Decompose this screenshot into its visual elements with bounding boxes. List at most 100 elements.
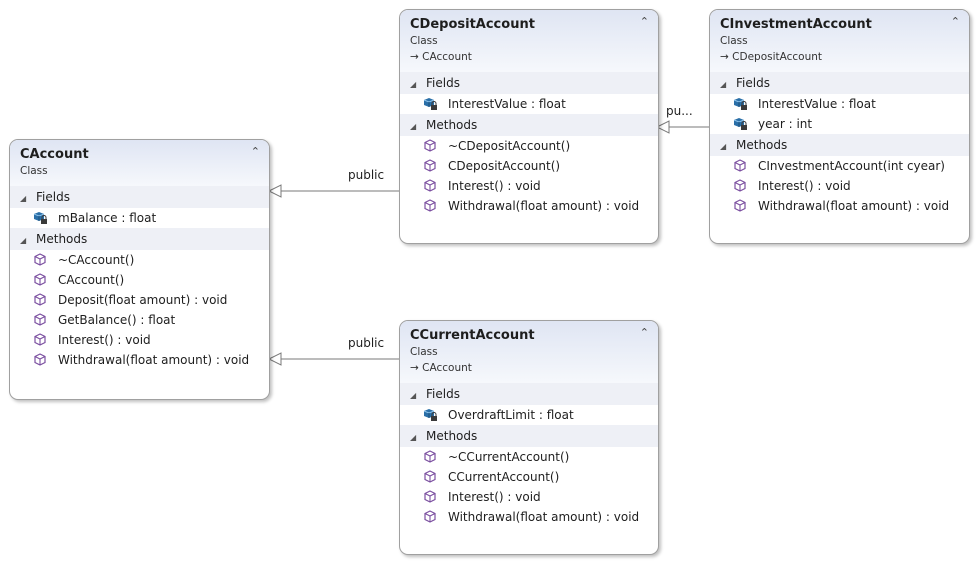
method-item[interactable]: GetBalance() : float — [10, 310, 269, 330]
method-item[interactable]: Interest() : void — [10, 330, 269, 350]
method-item[interactable]: Withdrawal(float amount) : void — [710, 196, 969, 216]
method-cube-icon — [32, 272, 48, 287]
field-item[interactable]: InterestValue : float — [710, 94, 969, 114]
method-label: ~CAccount() — [58, 253, 135, 267]
class-cdepositaccount[interactable]: CDepositAccount Class → CAccount ⌃ ◢Fiel… — [399, 9, 659, 244]
method-item[interactable]: Deposit(float amount) : void — [10, 290, 269, 310]
field-lock-icon — [732, 97, 748, 111]
method-label: Withdrawal(float amount) : void — [448, 510, 640, 524]
field-label: year : int — [758, 117, 813, 131]
expand-triangle-icon[interactable]: ◢ — [20, 236, 27, 245]
class-header[interactable]: CCurrentAccount Class → CAccount ⌃ — [400, 321, 658, 383]
method-item[interactable]: ~CDepositAccount() — [400, 136, 658, 156]
method-cube-icon — [422, 469, 438, 484]
edge-label-investment[interactable]: pu... — [666, 104, 693, 118]
expand-triangle-icon[interactable]: ◢ — [410, 122, 417, 131]
methods-section[interactable]: ◢Methods — [400, 114, 658, 136]
fields-section[interactable]: ◢Fields — [400, 72, 658, 94]
field-label: OverdraftLimit : float — [448, 408, 574, 422]
expand-triangle-icon[interactable]: ◢ — [720, 142, 727, 151]
method-item[interactable]: Withdrawal(float amount) : void — [400, 507, 658, 527]
methods-section[interactable]: ◢Methods — [10, 228, 269, 250]
field-label: mBalance : float — [58, 211, 157, 225]
method-item[interactable]: CAccount() — [10, 270, 269, 290]
expand-triangle-icon[interactable]: ◢ — [410, 391, 417, 400]
inherit-arrow-deposit — [267, 184, 282, 198]
method-item[interactable]: Interest() : void — [710, 176, 969, 196]
fields-section[interactable]: ◢Fields — [10, 186, 269, 208]
method-label: Withdrawal(float amount) : void — [758, 199, 950, 213]
inherit-arrow-investment — [655, 120, 670, 134]
field-item[interactable]: OverdraftLimit : float — [400, 405, 658, 425]
expand-triangle-icon[interactable]: ◢ — [720, 80, 727, 89]
method-label: Interest() : void — [758, 179, 851, 193]
class-stereotype: Class — [20, 165, 48, 177]
method-item[interactable]: CDepositAccount() — [400, 156, 658, 176]
collapse-chevron-icon[interactable]: ⌃ — [250, 145, 260, 158]
class-name: CDepositAccount — [410, 17, 535, 32]
method-cube-icon — [32, 352, 48, 367]
class-header[interactable]: CInvestmentAccount Class → CDepositAccou… — [710, 10, 969, 72]
edge-label-deposit[interactable]: public — [348, 168, 385, 182]
fields-section[interactable]: ◢Fields — [710, 72, 969, 94]
field-item[interactable]: mBalance : float — [10, 208, 269, 228]
method-label: CCurrentAccount() — [448, 470, 560, 484]
inherit-arrow-current — [267, 352, 282, 366]
method-label: CAccount() — [58, 273, 125, 287]
method-cube-icon — [422, 198, 438, 213]
field-item[interactable]: year : int — [710, 114, 969, 134]
method-cube-icon — [32, 332, 48, 347]
method-item[interactable]: Interest() : void — [400, 176, 658, 196]
class-header[interactable]: CAccount Class ⌃ — [10, 140, 269, 186]
class-ccurrentaccount[interactable]: CCurrentAccount Class → CAccount ⌃ ◢Fiel… — [399, 320, 659, 555]
method-item[interactable]: CCurrentAccount() — [400, 467, 658, 487]
method-cube-icon — [422, 449, 438, 464]
methods-section[interactable]: ◢Methods — [400, 425, 658, 447]
class-name: CCurrentAccount — [410, 328, 535, 343]
collapse-chevron-icon[interactable]: ⌃ — [639, 326, 649, 339]
field-lock-icon — [422, 97, 438, 111]
method-label: Deposit(float amount) : void — [58, 293, 228, 307]
field-lock-icon — [732, 117, 748, 131]
expand-triangle-icon[interactable]: ◢ — [410, 80, 417, 89]
method-label: CInvestmentAccount(int cyear) — [758, 159, 945, 173]
method-cube-icon — [32, 292, 48, 307]
method-label: ~CDepositAccount() — [448, 139, 571, 153]
field-lock-icon — [422, 408, 438, 422]
methods-section[interactable]: ◢Methods — [710, 134, 969, 156]
method-cube-icon — [732, 198, 748, 213]
class-header[interactable]: CDepositAccount Class → CAccount ⌃ — [400, 10, 658, 72]
method-label: CDepositAccount() — [448, 159, 561, 173]
method-item[interactable]: Withdrawal(float amount) : void — [400, 196, 658, 216]
edge-label-current[interactable]: public — [348, 336, 385, 350]
class-caccount[interactable]: CAccount Class ⌃ ◢Fields mBalance : floa… — [9, 139, 270, 400]
base-class: → CDepositAccount — [720, 51, 823, 63]
field-item[interactable]: InterestValue : float — [400, 94, 658, 114]
class-cinvestmentaccount[interactable]: CInvestmentAccount Class → CDepositAccou… — [709, 9, 970, 244]
fields-section[interactable]: ◢Fields — [400, 383, 658, 405]
method-item[interactable]: ~CAccount() — [10, 250, 269, 270]
method-item[interactable]: CInvestmentAccount(int cyear) — [710, 156, 969, 176]
class-stereotype: Class — [720, 35, 748, 47]
collapse-chevron-icon[interactable]: ⌃ — [950, 15, 960, 28]
method-label: ~CCurrentAccount() — [448, 450, 570, 464]
method-cube-icon — [32, 312, 48, 327]
method-label: GetBalance() : float — [58, 313, 176, 327]
method-label: Interest() : void — [448, 179, 541, 193]
collapse-chevron-icon[interactable]: ⌃ — [639, 15, 649, 28]
expand-triangle-icon[interactable]: ◢ — [20, 194, 27, 203]
class-stereotype: Class — [410, 346, 438, 358]
method-item[interactable]: Withdrawal(float amount) : void — [10, 350, 269, 370]
inherits-arrow-icon: → — [410, 362, 419, 374]
method-cube-icon — [732, 158, 748, 173]
expand-triangle-icon[interactable]: ◢ — [410, 433, 417, 442]
field-label: InterestValue : float — [448, 97, 566, 111]
method-label: Interest() : void — [58, 333, 151, 347]
base-class: → CAccount — [410, 362, 472, 374]
method-cube-icon — [422, 489, 438, 504]
class-name: CAccount — [20, 147, 89, 162]
method-item[interactable]: ~CCurrentAccount() — [400, 447, 658, 467]
method-cube-icon — [32, 252, 48, 267]
method-item[interactable]: Interest() : void — [400, 487, 658, 507]
